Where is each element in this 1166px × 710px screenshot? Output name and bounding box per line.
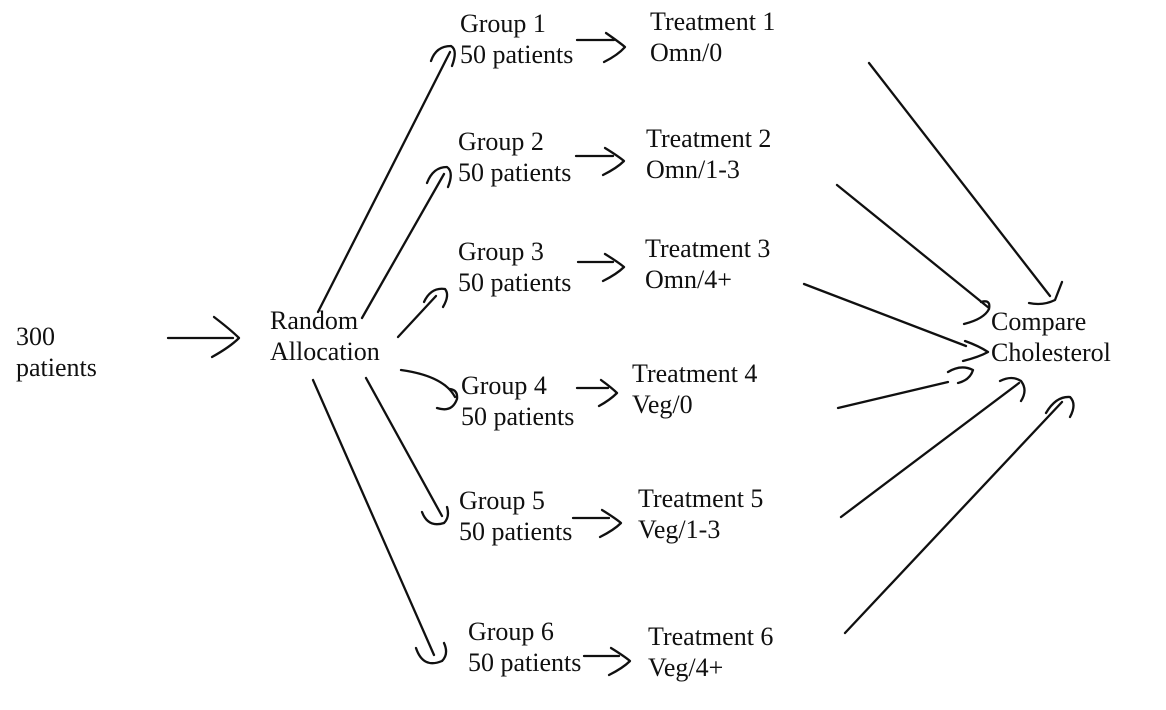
treatment-6-name: Treatment 6 bbox=[648, 622, 774, 651]
group-6-size: 50 patients bbox=[468, 648, 582, 677]
arrow-treatment-3-to-outcome bbox=[802, 282, 990, 363]
treatment-5-name: Treatment 5 bbox=[638, 484, 764, 513]
arrow-treatment-2-to-outcome bbox=[835, 183, 991, 326]
group-5-node: Group 5 50 patients bbox=[459, 485, 572, 547]
group-2-size: 50 patients bbox=[458, 158, 572, 187]
treatment-2-name: Treatment 2 bbox=[646, 124, 772, 153]
random-allocation-line2: Allocation bbox=[270, 337, 380, 366]
treatment-3-node: Treatment 3 Omn/4+ bbox=[645, 233, 770, 295]
group-3-name: Group 3 bbox=[458, 237, 544, 266]
arrow-treatment-5-to-outcome bbox=[839, 376, 1026, 519]
arrow-pool-to-allocation bbox=[166, 315, 241, 359]
group-1-node: Group 1 50 patients bbox=[460, 8, 573, 70]
outcome-line2: Cholesterol bbox=[991, 338, 1111, 367]
group-2-name: Group 2 bbox=[458, 127, 544, 156]
treatment-3-regimen: Omn/4+ bbox=[645, 265, 732, 294]
treatment-2-regimen: Omn/1-3 bbox=[646, 155, 740, 184]
arrow-allocation-to-group-1 bbox=[316, 44, 456, 314]
treatment-5-regimen: Veg/1-3 bbox=[638, 515, 721, 544]
group-5-size: 50 patients bbox=[459, 517, 573, 546]
patients-pool-label: patients bbox=[16, 353, 97, 382]
group-3-size: 50 patients bbox=[458, 268, 572, 297]
arrow-treatment-4-to-outcome bbox=[836, 366, 975, 410]
arrow-allocation-to-group-6 bbox=[311, 378, 448, 665]
arrow-allocation-to-group-5 bbox=[364, 376, 450, 526]
group-2-node: Group 2 50 patients bbox=[458, 126, 571, 188]
arrow-group-1-to-treatment-1 bbox=[575, 31, 627, 64]
group-5-name: Group 5 bbox=[459, 486, 545, 515]
group-6-node: Group 6 50 patients bbox=[468, 616, 581, 678]
treatment-6-regimen: Veg/4+ bbox=[648, 653, 724, 682]
outcome-line1: Compare bbox=[991, 307, 1087, 336]
arrow-group-2-to-treatment-2 bbox=[574, 146, 626, 177]
treatment-4-node: Treatment 4 Veg/0 bbox=[632, 358, 757, 420]
group-4-name: Group 4 bbox=[461, 371, 547, 400]
outcome-node: Compare Cholesterol bbox=[991, 306, 1111, 368]
treatment-3-name: Treatment 3 bbox=[645, 234, 771, 263]
treatment-4-regimen: Veg/0 bbox=[632, 390, 693, 419]
arrow-allocation-to-group-2 bbox=[360, 165, 452, 320]
group-3-node: Group 3 50 patients bbox=[458, 236, 571, 298]
treatment-1-regimen: Omn/0 bbox=[650, 38, 723, 67]
arrow-allocation-to-group-3 bbox=[396, 287, 449, 339]
group-4-node: Group 4 50 patients bbox=[461, 370, 574, 432]
group-4-size: 50 patients bbox=[461, 402, 575, 431]
arrow-allocation-to-group-4 bbox=[399, 368, 459, 411]
group-1-size: 50 patients bbox=[460, 40, 574, 69]
arrow-treatment-6-to-outcome bbox=[843, 395, 1075, 635]
arrow-group-3-to-treatment-3 bbox=[576, 252, 626, 283]
group-6-name: Group 6 bbox=[468, 617, 554, 646]
treatment-2-node: Treatment 2 Omn/1-3 bbox=[646, 123, 771, 185]
arrow-treatment-1-to-outcome bbox=[867, 61, 1064, 306]
random-allocation-node: Random Allocation bbox=[270, 305, 380, 367]
arrow-group-5-to-treatment-5 bbox=[571, 508, 623, 539]
random-allocation-line1: Random bbox=[270, 306, 359, 335]
treatment-1-name: Treatment 1 bbox=[650, 7, 776, 36]
treatment-6-node: Treatment 6 Veg/4+ bbox=[648, 621, 773, 683]
treatment-1-node: Treatment 1 Omn/0 bbox=[650, 6, 775, 68]
group-1-name: Group 1 bbox=[460, 9, 546, 38]
arrow-group-4-to-treatment-4 bbox=[575, 378, 619, 408]
treatment-4-name: Treatment 4 bbox=[632, 359, 758, 388]
patients-pool-node: 300 patients bbox=[16, 321, 97, 383]
patients-pool-count: 300 bbox=[16, 322, 55, 351]
treatment-5-node: Treatment 5 Veg/1-3 bbox=[638, 483, 763, 545]
arrow-group-6-to-treatment-6 bbox=[582, 646, 632, 677]
